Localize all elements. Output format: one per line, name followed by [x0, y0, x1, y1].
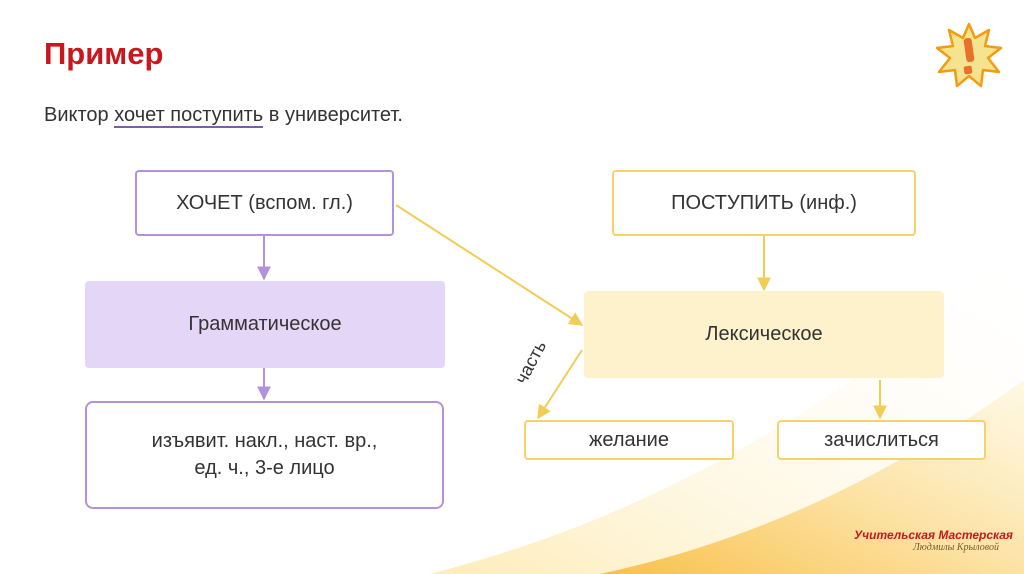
node-hochet-label: ХОЧЕТ (вспом. гл.) — [176, 191, 353, 214]
sentence-part-1: Виктор — [44, 104, 115, 126]
example-sentence: Виктор хочет поступить в университет. — [44, 104, 403, 128]
node-grammatical-label: Грамматическое — [188, 313, 342, 335]
sentence-underlined-predicate: хочет поступить — [114, 104, 264, 128]
logo-main-text: Учительская Мастерская — [854, 528, 1013, 542]
node-postupit-label: ПОСТУПИТЬ (инф.) — [671, 191, 857, 214]
publisher-logo: Учительская Мастерская Людмилы Крыловой — [843, 528, 1013, 553]
node-grammatical-features: изъявит. накл., наст. вр., ед. ч., 3-е л… — [85, 401, 444, 509]
sentence-part-2: в университет. — [263, 104, 403, 126]
node-grammatical: Грамматическое — [85, 281, 445, 368]
node-hochet: ХОЧЕТ (вспом. гл.) — [135, 170, 394, 236]
logo-sub-text: Людмилы Крыловой — [912, 542, 999, 553]
node-zhelanie-label: желание — [589, 428, 669, 451]
slide-title: Пример — [44, 36, 164, 71]
node-zhelanie: желание — [524, 420, 734, 460]
node-lexical-label: Лексическое — [705, 323, 823, 345]
exclamation-starburst-icon — [935, 22, 1003, 88]
node-lexical: Лексическое — [584, 291, 944, 378]
features-line-1: изъявит. накл., наст. вр., — [151, 430, 378, 452]
node-zachislitsya: зачислиться — [777, 420, 986, 460]
node-postupit: ПОСТУПИТЬ (инф.) — [612, 170, 916, 236]
node-zachislitsya-label: зачислиться — [824, 428, 939, 451]
features-line-2: ед. ч., 3-е лицо — [194, 457, 335, 479]
